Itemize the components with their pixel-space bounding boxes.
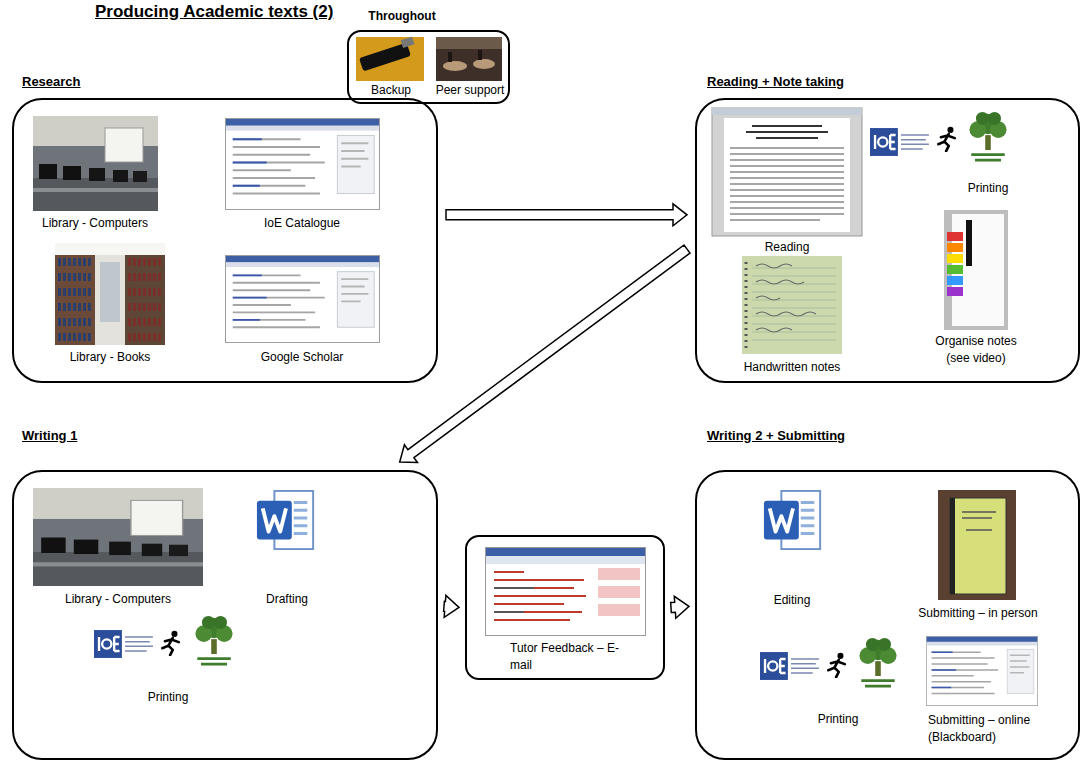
item-caption: Library - Computers (33, 592, 203, 607)
ioe-logo (870, 128, 929, 156)
stage-box: Tutor Feedback – E-mail (465, 535, 665, 680)
peer-support-photo (436, 37, 502, 81)
diagram-title: Producing Academic texts (2) (95, 2, 333, 22)
stage-box: Writing 2 + SubmittingEditingSubmitting … (695, 470, 1080, 760)
flow-arrow (400, 245, 690, 463)
item-caption: Peer support (425, 83, 515, 98)
item-caption: Printing (943, 181, 1033, 196)
item-caption: Backup (351, 83, 431, 98)
word-icon (764, 491, 820, 549)
running-man (162, 631, 178, 655)
soas-logo (969, 112, 1006, 160)
item-caption: Organise notes (see video) (929, 333, 1024, 367)
stage-box: Writing 1Library - ComputersDraftingPrin… (12, 470, 438, 760)
item-caption: Drafting (237, 592, 337, 607)
stage-heading: Writing 1 (22, 428, 242, 443)
stage-heading: Reading + Note taking (707, 74, 967, 89)
running-man (828, 653, 844, 677)
ioe-logo (94, 630, 153, 658)
item-caption: Tutor Feedback – E-mail (510, 640, 622, 674)
stage-heading: Writing 2 + Submitting (707, 428, 967, 443)
word-icon (257, 491, 313, 549)
item-caption: Editing (742, 593, 842, 608)
stage-box: Reading + Note takingPrintingReadingOrga… (695, 98, 1080, 383)
item-caption: Submitting – online (Blackboard) (928, 712, 1056, 746)
item-caption: Submitting – in person (903, 606, 1053, 621)
scholar-screenshot (225, 255, 379, 342)
flow-arrow (671, 596, 689, 618)
handwritten-notes-photo (742, 256, 842, 354)
flow-arrow (446, 204, 687, 226)
soas-logo (859, 638, 896, 686)
stage-box: ThroughoutBackupPeer support (347, 30, 510, 104)
usb-photo (356, 37, 424, 81)
item-caption: Reading (727, 240, 847, 255)
ioe-logo (760, 652, 819, 680)
item-caption: Printing (788, 712, 888, 727)
blackboard-screenshot (926, 636, 1037, 705)
stage-box: ResearchLibrary - ComputersIoE Catalogue… (12, 98, 438, 383)
item-caption: Google Scholar (222, 350, 382, 365)
item-caption: Library - Books (30, 350, 190, 365)
item-caption: Library - Computers (15, 216, 175, 231)
feedback-screenshot (486, 548, 646, 636)
library-computers-photo (33, 116, 158, 211)
organise-notes-photo (944, 210, 1008, 330)
running-man (938, 127, 954, 151)
library-books-photo (55, 243, 165, 345)
stage-heading: Research (22, 74, 242, 89)
catalogue-screenshot (225, 118, 379, 209)
stage-heading: Throughout (327, 9, 477, 24)
item-caption: Handwritten notes (712, 360, 872, 375)
library-computers-photo (33, 488, 203, 586)
bound-document-photo (938, 490, 1016, 600)
item-caption: IoE Catalogue (222, 216, 382, 231)
flow-arrow (444, 595, 459, 617)
soas-logo (195, 616, 232, 664)
reading-screenshot (712, 108, 862, 236)
item-caption: Printing (118, 690, 218, 705)
